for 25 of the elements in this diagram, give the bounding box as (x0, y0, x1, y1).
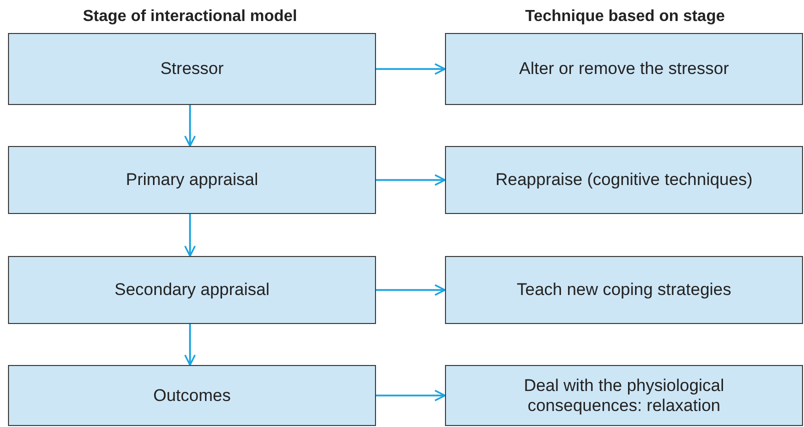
stage-box (445, 365, 803, 426)
arrow (184, 324, 196, 366)
box-text: Stressor (160, 59, 224, 79)
box-text: Secondary appraisal (114, 280, 270, 300)
column-heading: Stage of interactional model (82, 8, 298, 26)
box-text: Alter or remove the stressor (519, 59, 729, 79)
stage-box (8, 146, 376, 214)
box-text: Deal with the physiological consequences: relaxation (522, 376, 726, 416)
arrow (184, 214, 196, 257)
box-text: Teach new coping strategies (516, 280, 732, 300)
stage-box (445, 146, 803, 214)
arrow (376, 284, 446, 296)
box-text: Outcomes (153, 386, 231, 406)
column-heading: Technique based on stage (524, 8, 726, 26)
box-text: Primary appraisal (126, 170, 258, 190)
box-text: Reappraise (cognitive techniques) (495, 170, 753, 190)
arrow (376, 63, 446, 75)
arrow (376, 174, 446, 186)
arrow (376, 390, 446, 402)
stage-box (8, 365, 376, 426)
stage-box (445, 33, 803, 105)
arrow (184, 105, 196, 147)
stage-box (8, 256, 376, 324)
stage-box (8, 33, 376, 105)
stage-box (445, 256, 803, 324)
